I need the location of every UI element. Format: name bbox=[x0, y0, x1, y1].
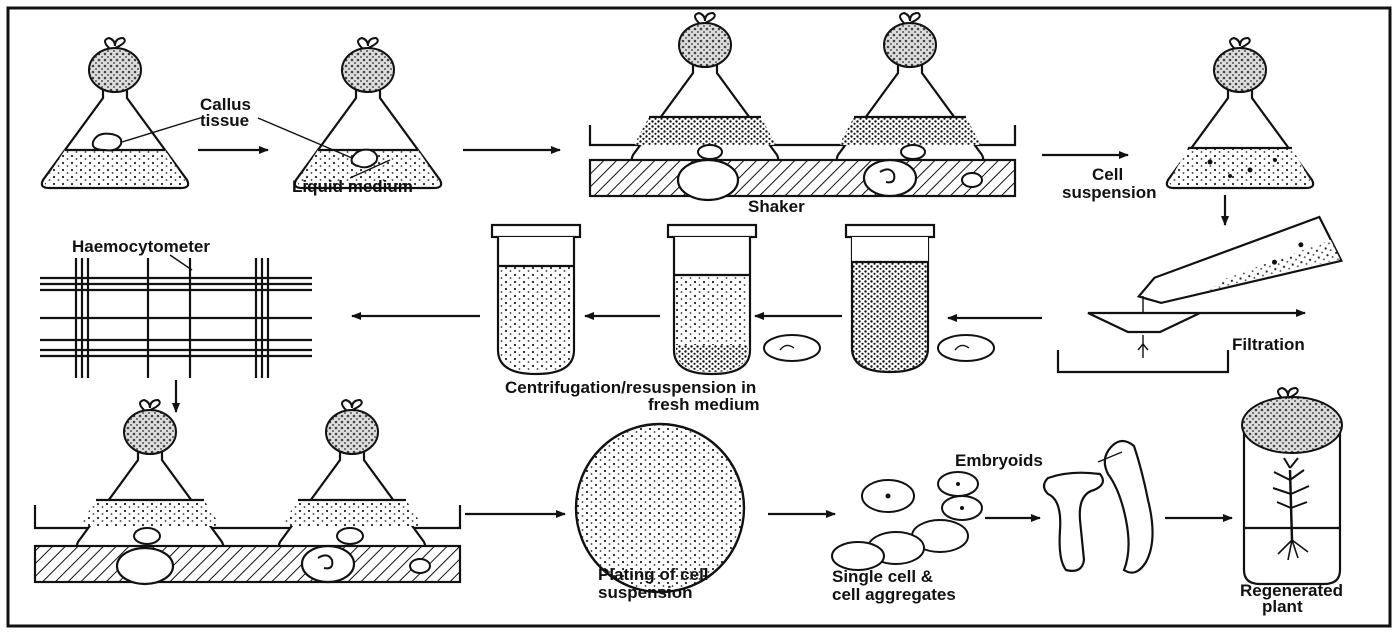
label-plating: Plating of cell bbox=[598, 565, 709, 584]
shaker-bottom bbox=[35, 400, 460, 584]
flask-cell-suspension bbox=[1167, 38, 1313, 188]
label-shaker-top: Shaker bbox=[748, 197, 805, 216]
test-tube-1 bbox=[492, 225, 580, 374]
flask-liquid-medium bbox=[295, 38, 441, 188]
label-filtration: Filtration bbox=[1232, 335, 1305, 354]
label-fresh-medium: fresh medium bbox=[648, 395, 759, 414]
label-suspension: suspension bbox=[1062, 183, 1156, 202]
regenerated-plant-tube bbox=[1242, 388, 1342, 584]
label-plating-suspension: suspension bbox=[598, 583, 692, 602]
label-plant: plant bbox=[1262, 597, 1303, 616]
flask-callus bbox=[42, 38, 188, 188]
label-single-cell: Single cell & bbox=[832, 567, 933, 586]
label-cell: Cell bbox=[1092, 165, 1123, 184]
label-liquid-medium: Liquid medium bbox=[292, 177, 413, 196]
label-cell-aggregates: cell aggregates bbox=[832, 585, 956, 604]
label-embryoids: Embryoids bbox=[955, 451, 1043, 470]
shaker-top bbox=[590, 13, 1015, 200]
label-haemocytometer: Haemocytometer bbox=[72, 237, 210, 256]
cell-aggregates bbox=[832, 472, 982, 570]
test-tube-2 bbox=[668, 225, 756, 374]
haemocytometer-grid bbox=[40, 255, 312, 378]
test-tube-3 bbox=[846, 225, 934, 372]
embryoids bbox=[1044, 441, 1153, 573]
label-tissue: tissue bbox=[200, 111, 249, 130]
